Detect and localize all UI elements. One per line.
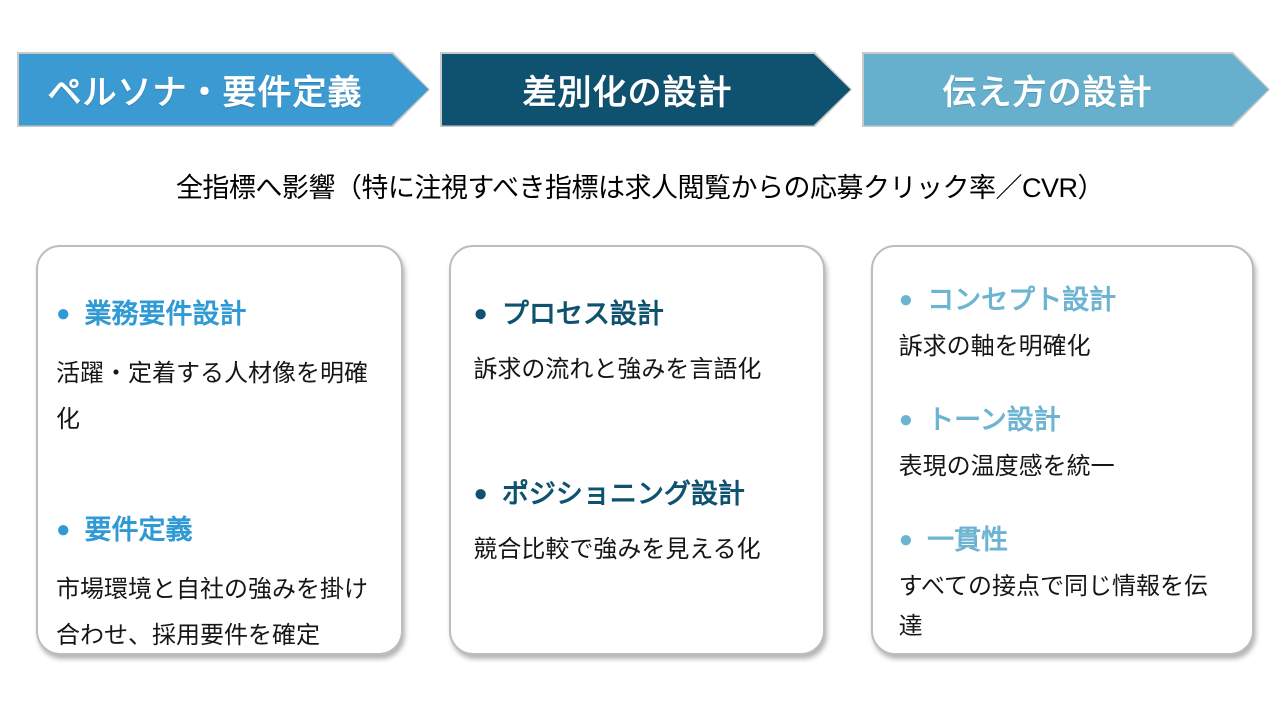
- card-section: ● ポジショニング設計 競合比較で強みを見える化: [473, 477, 800, 573]
- section-body: 表現の温度感を統一: [898, 453, 1115, 480]
- card-section: ● コンセプト設計 訴求の軸を明確化: [899, 283, 1226, 367]
- card-section: ● プロセス設計 訴求の流れと強みを言語化: [473, 297, 800, 393]
- section-body: 訴求の軸を明確化: [898, 333, 1091, 360]
- section-heading: ● 業務要件設計: [56, 297, 383, 331]
- bullet-icon: ●: [473, 480, 488, 507]
- section-heading: ● トーン設計: [899, 403, 1226, 437]
- flow-step-label: 伝え方の設計: [864, 54, 1269, 126]
- section-heading-label: コンセプト設計: [927, 285, 1117, 315]
- section-body: 市場環境と自社の強みを掛け合わせ、採用要件を確定: [56, 576, 368, 649]
- section-heading-label: ポジショニング設計: [501, 479, 745, 509]
- flow-step-communication: 伝え方の設計: [862, 52, 1270, 127]
- section-heading: ● ポジショニング設計: [473, 477, 800, 511]
- impact-note: 全指標へ影響（特に注視すべき指標は求人閲覧からの応募クリック率／CVR）: [175, 173, 1105, 203]
- bullet-icon: ●: [898, 286, 914, 313]
- section-heading-label: 業務要件設計: [84, 299, 247, 329]
- section-heading-label: プロセス設計: [501, 299, 664, 329]
- section-heading: ● 要件定義: [56, 513, 383, 547]
- flow-step-label: ペルソナ・要件定義: [19, 54, 429, 126]
- bullet-icon: ●: [898, 406, 914, 433]
- section-heading-label: トーン設計: [927, 405, 1061, 435]
- section-heading-label: 一貫性: [927, 525, 1009, 555]
- section-body: 訴求の流れと強みを言語化: [473, 356, 762, 383]
- bullet-icon: ●: [56, 300, 71, 327]
- bullet-icon: ●: [56, 516, 71, 543]
- card-section: ● 要件定義 市場環境と自社の強みを掛け合わせ、採用要件を確定: [56, 513, 383, 659]
- section-heading: ● 一貫性: [899, 523, 1226, 557]
- bullet-icon: ●: [898, 526, 914, 553]
- flow-step-differentiation: 差別化の設計: [440, 52, 852, 127]
- card-row: ● 業務要件設計 活躍・定着する人材像を明確化 ● 要件定義 市場環境と自社の強…: [36, 245, 1254, 655]
- card-communication: ● コンセプト設計 訴求の軸を明確化 ● トーン設計 表現の温度感を統一 ● 一…: [870, 245, 1254, 655]
- flow-step-label: 差別化の設計: [442, 54, 851, 126]
- card-section: ● 一貫性 すべての接点で同じ情報を伝達: [899, 523, 1226, 647]
- card-persona-requirements: ● 業務要件設計 活躍・定着する人材像を明確化 ● 要件定義 市場環境と自社の強…: [36, 245, 404, 655]
- section-body: すべての接点で同じ情報を伝達: [898, 573, 1209, 640]
- section-heading-label: 要件定義: [84, 515, 193, 545]
- card-section: ● 業務要件設計 活躍・定着する人材像を明確化: [56, 297, 383, 443]
- bullet-icon: ●: [473, 300, 488, 327]
- section-heading: ● コンセプト設計: [899, 283, 1226, 317]
- card-differentiation: ● プロセス設計 訴求の流れと強みを言語化 ● ポジショニング設計 競合比較で強…: [449, 245, 825, 655]
- section-body: 活躍・定着する人材像を明確化: [56, 360, 368, 433]
- section-heading: ● プロセス設計: [473, 297, 800, 331]
- flow-step-persona-requirements: ペルソナ・要件定義: [17, 52, 430, 127]
- card-section: ● トーン設計 表現の温度感を統一: [899, 403, 1226, 487]
- section-body: 競合比較で強みを見える化: [473, 536, 761, 563]
